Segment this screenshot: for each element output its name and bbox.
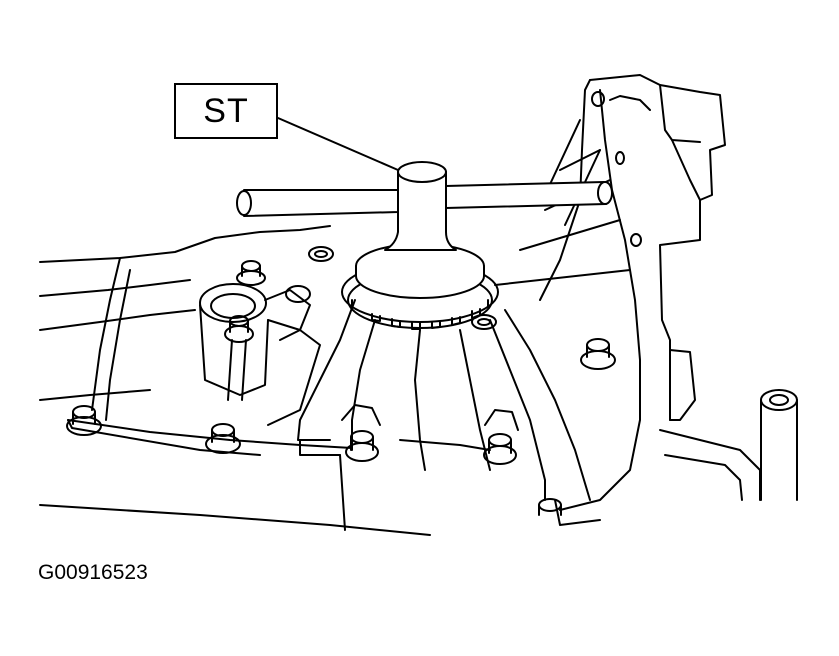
center-housing [297,299,601,531]
bolt-3 [224,315,254,401]
left-boss [199,283,321,426]
callout-leader [277,117,399,171]
bolt-10 [471,314,497,330]
special-tool [236,161,613,299]
bolt-7 [483,409,519,465]
bolt-6 [341,404,381,462]
pipe [760,389,798,501]
bolt-8 [580,338,616,370]
figure-id: G00916523 [38,561,148,584]
bolt-5 [308,246,334,262]
bolt-2 [205,423,241,454]
bolt-9 [538,498,562,516]
right-housing [494,74,761,511]
callout-label-st: ST [174,83,278,139]
bolt-4 [236,260,266,286]
toothed-ring [341,261,499,330]
case-flange [39,225,431,536]
bolt-1 [66,405,102,436]
